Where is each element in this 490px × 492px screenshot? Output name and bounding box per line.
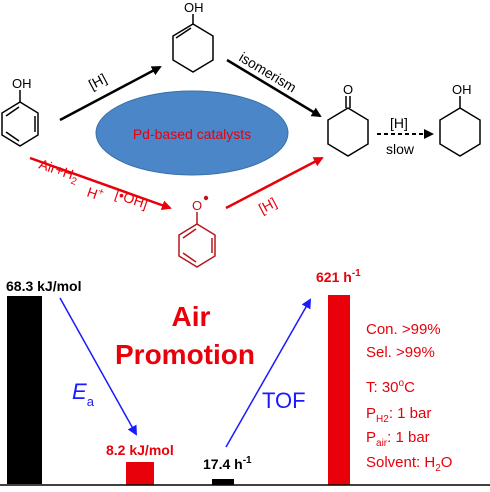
ph2-text: PH2: 1 bar (366, 405, 431, 425)
ea-low-label: 8.2 kJ/mol (106, 442, 174, 458)
tof-arrow (225, 298, 311, 448)
tof-high-bar (328, 295, 350, 485)
label-h-top: [H] (86, 70, 109, 93)
cyclohexanone-o-label: O (343, 82, 353, 97)
tof-high-label: 621 h-1 (316, 268, 361, 285)
tof-symbol: TOF (262, 388, 306, 413)
conversion-text: Con. >99% (366, 321, 441, 338)
ea-arrow (59, 297, 137, 436)
cyclohexenol-structure (172, 14, 214, 73)
cyclohexenol-oh-label: OH (184, 0, 204, 15)
ea-symbol: Ea (72, 379, 95, 409)
arrow-phenol-to-enol (59, 65, 162, 122)
arrow-radical-to-ketone (225, 156, 324, 210)
label-hplus: H+ (85, 183, 106, 204)
phenol-oh-label: OH (12, 76, 32, 91)
tof-low-bar (212, 479, 234, 485)
cyclohexanol-oh-label: OH (452, 82, 472, 97)
temperature-text: T: 30oC (366, 378, 415, 396)
arrow-air-to-radical (29, 156, 172, 211)
phenoxy-o-label: O (192, 198, 202, 213)
ea-high-label: 68.3 kJ/mol (6, 278, 82, 294)
pair-text: Pair: 1 bar (366, 429, 430, 449)
phenoxy-radical-structure (178, 212, 216, 268)
solvent-text: Solvent: H2O (366, 454, 452, 474)
air-promotion-title-line1: Air (172, 301, 211, 332)
label-h-dashed: [H] (390, 115, 408, 131)
label-air: Air+H2 (36, 156, 82, 188)
label-oh-radical: [•OH] (113, 186, 150, 212)
catalyst-ellipse (95, 90, 289, 176)
air-promotion-title-line2: Promotion (115, 339, 255, 370)
label-h-red: [H] (256, 194, 279, 217)
radical-dot (203, 195, 209, 201)
ea-high-bar (7, 296, 42, 484)
catalyst-label: Pd-based catalysts (133, 126, 251, 142)
ea-low-bar (126, 462, 154, 485)
label-slow: slow (386, 141, 415, 157)
cyclohexanol-structure (439, 96, 481, 157)
cyclohexanone-structure (327, 96, 369, 157)
selectivity-text: Sel. >99% (366, 344, 435, 361)
phenol-structure (1, 90, 39, 147)
tof-low-label: 17.4 h-1 (203, 455, 252, 472)
arrow-isomerism (226, 58, 322, 118)
